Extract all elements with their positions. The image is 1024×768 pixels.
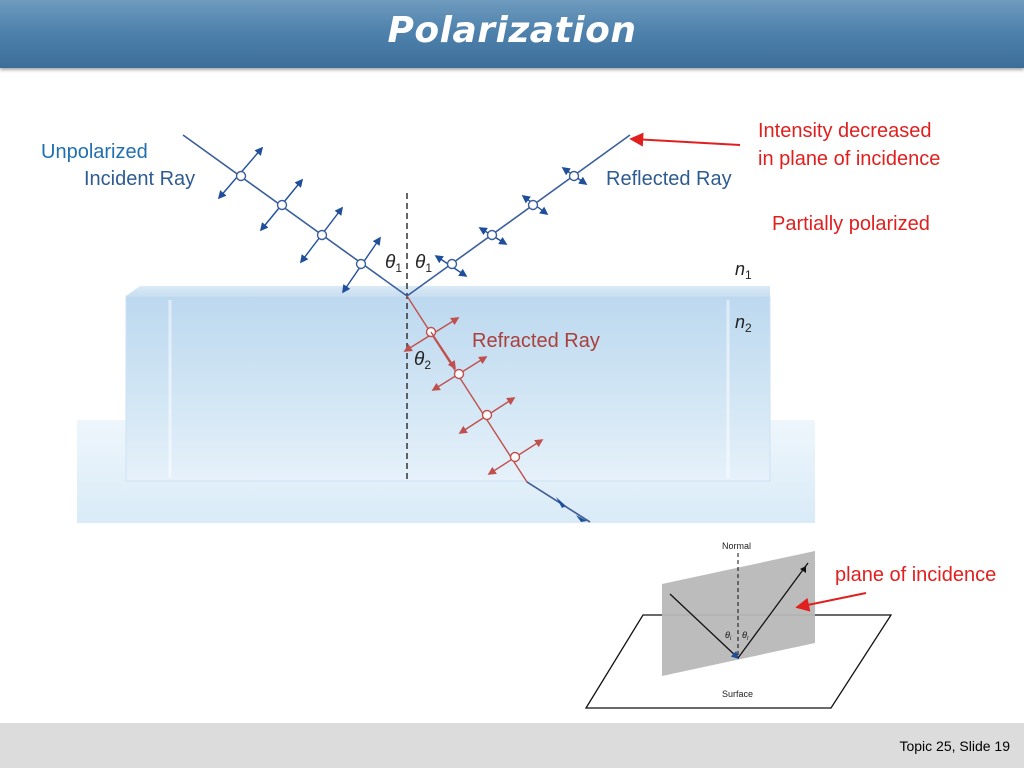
refracted-ray <box>403 295 591 523</box>
inset-normal-label: Normal <box>722 541 751 551</box>
inset-theta-i-label: θi <box>725 630 732 642</box>
glass-block <box>77 286 815 523</box>
n2-label: n2 <box>735 312 752 335</box>
theta2-label: θ2 <box>414 349 431 372</box>
footer-bar: Topic 25, Slide 19 <box>0 723 1024 768</box>
intensity-note-line1: Intensity decreased <box>758 120 932 142</box>
slide-number: Topic 25, Slide 19 <box>899 738 1010 754</box>
inset-plane <box>662 551 815 676</box>
refracted-ray-label: Refracted Ray <box>472 330 600 352</box>
plane-pointer-arrow <box>795 592 867 612</box>
title-bar: Polarization <box>0 0 1024 68</box>
plane-of-incidence-inset: Normal Surface θi θr <box>584 536 893 711</box>
incident-ray <box>182 134 408 297</box>
reflected-ray <box>406 134 631 297</box>
reflected-ray-label: Reflected Ray <box>606 168 732 190</box>
polarization-diagram: Incident Ray Reflected Ray Refracted Ray… <box>77 132 893 711</box>
plane-of-incidence-note: plane of incidence <box>835 564 997 586</box>
intensity-note: Intensity decreased in plane of incidenc… <box>758 117 940 173</box>
incident-ray-label: Incident Ray <box>84 168 195 190</box>
n1-label: n1 <box>735 259 752 282</box>
intensity-note-line2: in plane of incidence <box>758 148 941 170</box>
partially-polarized-note: Partially polarized <box>772 213 930 235</box>
theta1-right-label: θ1 <box>415 252 432 275</box>
theta1-left-label: θ1 <box>385 252 402 275</box>
intensity-pointer-arrow <box>629 132 741 147</box>
inset-theta-r-label: θr <box>742 630 750 642</box>
slide-title: Polarization <box>387 10 637 51</box>
unpolarized-label: Unpolarized <box>41 141 148 163</box>
inset-surface-label: Surface <box>722 689 753 699</box>
